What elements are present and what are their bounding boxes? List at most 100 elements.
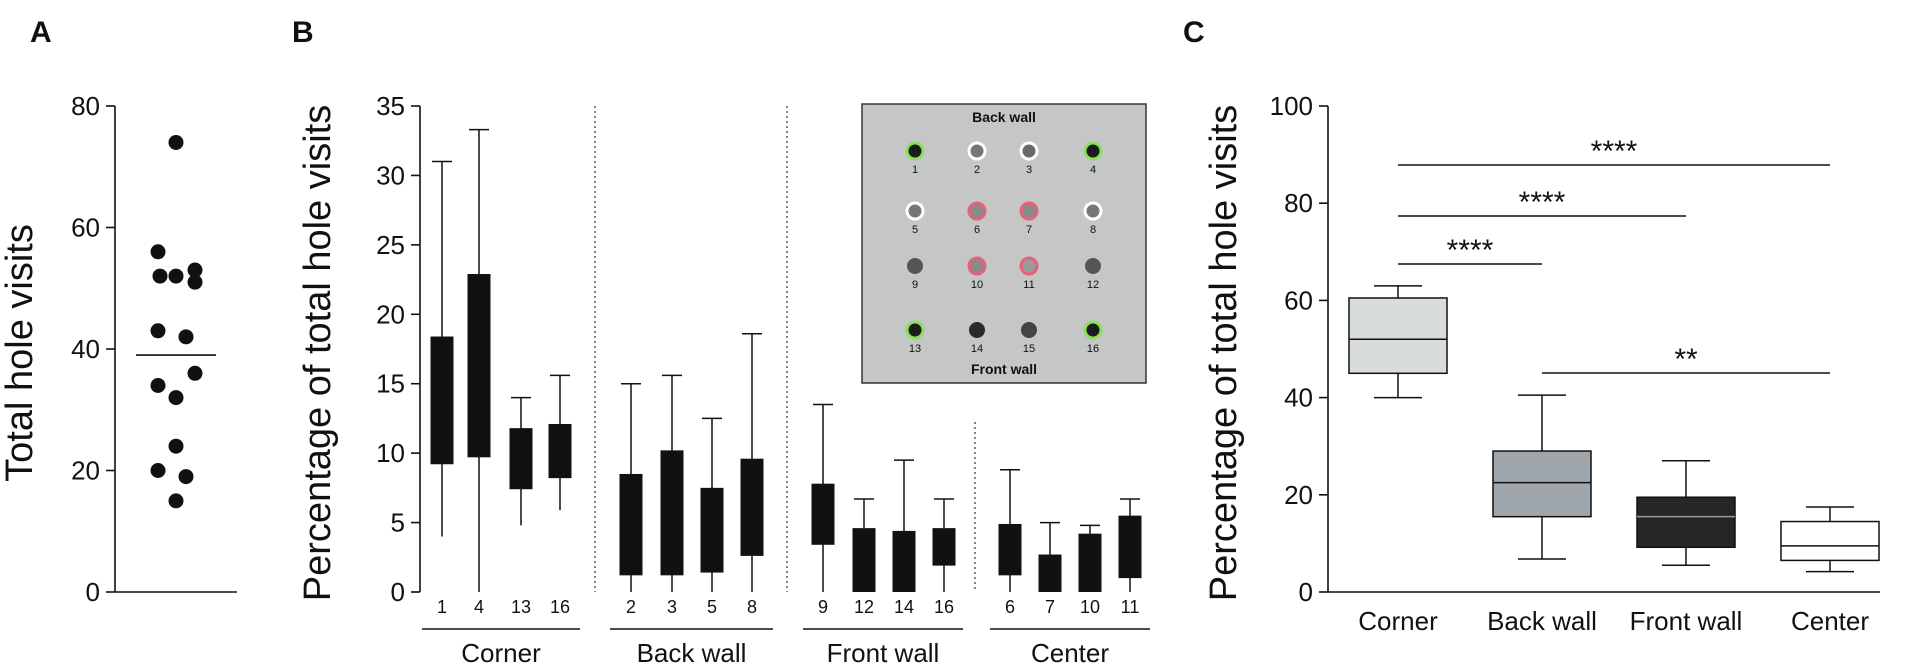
- panel-a-point: [150, 377, 166, 393]
- panel-b-box: [430, 336, 454, 465]
- panel-b-inset-hole-number: 13: [909, 343, 921, 355]
- panel-c-significance-label: **: [1674, 343, 1698, 376]
- panel-b-inset-hole: [905, 320, 925, 340]
- panel-b-group-label: Front wall: [827, 638, 940, 668]
- panel-b-inset-hole-number: 7: [1026, 224, 1032, 236]
- panel-b-y-tick-label: 15: [376, 369, 405, 399]
- panel-b-inset-hole-number: 9: [912, 279, 918, 291]
- panel-b-inset-hole-number: 4: [1090, 164, 1096, 176]
- panel-c-significance-label: ****: [1591, 135, 1638, 168]
- panel-c-y-tick-label: 40: [1284, 383, 1313, 413]
- panel-c-y-tick-label: 60: [1284, 285, 1313, 315]
- panel-c-y-axis-title: Percentage of total hole visits: [1203, 105, 1245, 601]
- panel-b-inset-hole-number: 16: [1087, 343, 1099, 355]
- panel-a-point: [150, 244, 166, 260]
- panel-b-inset-hole-number: 3: [1026, 164, 1032, 176]
- panel-c-category-label: Center: [1791, 606, 1869, 636]
- panel-b-y-tick-label: 30: [376, 160, 405, 190]
- panel-b-box: [1038, 554, 1062, 592]
- panel-a-letter: A: [30, 16, 52, 49]
- panel-a-point: [152, 268, 168, 284]
- panel-b-hole-label: 16: [550, 597, 570, 617]
- panel-a-y-tick-label: 40: [71, 334, 100, 364]
- panel-a-point: [187, 365, 203, 381]
- panel-b-inset-hole-number: 6: [974, 224, 980, 236]
- panel-c-y-tick-label: 20: [1284, 480, 1313, 510]
- panel-a-y-tick-label: 20: [71, 456, 100, 486]
- panel-b-hole-label: 3: [667, 597, 677, 617]
- panel-b-hole-label: 8: [747, 597, 757, 617]
- panel-a-y-tick-label: 80: [71, 91, 100, 121]
- panel-b-box: [1078, 533, 1102, 592]
- panel-b-box: [1118, 515, 1142, 579]
- panel-b-box: [660, 450, 684, 576]
- panel-b-inset-hole: [1083, 201, 1103, 221]
- panel-b-y-tick-label: 10: [376, 438, 405, 468]
- panel-b-inset-hole: [1019, 141, 1039, 161]
- panel-b-box: [619, 473, 643, 576]
- panel-b-inset-hole: [967, 141, 987, 161]
- panel-c-letter: C: [1183, 16, 1205, 49]
- panel-b-inset-hole: [967, 201, 987, 221]
- panel-b-inset-hole-number: 14: [971, 343, 983, 355]
- panel-b-y-tick-label: 0: [391, 577, 405, 607]
- panel-b-box: [740, 458, 764, 556]
- panel-b-inset-hole-number: 12: [1087, 279, 1099, 291]
- panel-a-point: [150, 463, 166, 478]
- panel-c-y-tick-label: 0: [1299, 577, 1313, 607]
- panel-b-box: [548, 423, 572, 479]
- panel-b-hole-label: 12: [854, 597, 874, 617]
- panel-b-box: [998, 523, 1022, 576]
- panel-b-group-label: Center: [1031, 638, 1109, 668]
- panel-c-box: [1636, 496, 1736, 549]
- panel-b-inset-bottom-label: Front wall: [971, 361, 1037, 377]
- panel-b-inset-hole-number: 5: [912, 224, 918, 236]
- panel-a-y-axis-title: Total hole visits: [0, 224, 41, 482]
- panel-b-letter: B: [292, 16, 314, 49]
- panel-c-box: [1348, 297, 1448, 375]
- panel-c-category-label: Back wall: [1487, 606, 1597, 636]
- panel-b-box: [892, 530, 916, 592]
- panel-b-inset-hole: [1021, 322, 1037, 338]
- panel-c-significance-label: ****: [1519, 186, 1566, 219]
- panel-b-inset-hole: [905, 201, 925, 221]
- panel-a-point: [187, 262, 203, 278]
- panel-b-box: [509, 428, 533, 490]
- panel-a-point: [150, 323, 166, 339]
- panel-c-category-label: Front wall: [1630, 606, 1743, 636]
- panel-b-inset-hole-number: 11: [1023, 279, 1034, 291]
- panel-a-point: [168, 390, 184, 406]
- panel-b-y-axis-title: Percentage of total hole visits: [297, 105, 339, 601]
- panel-b-hole-label: 6: [1005, 597, 1015, 617]
- panel-b-hole-label: 9: [818, 597, 828, 617]
- panel-b-inset-hole: [1019, 201, 1039, 221]
- panel-b-inset-hole: [1085, 258, 1101, 274]
- panel-b-group-label: Back wall: [637, 638, 747, 668]
- panel-b-hole-label: 1: [437, 597, 447, 617]
- panel-b-hole-label: 16: [934, 597, 954, 617]
- panel-b-inset-hole-number: 15: [1023, 343, 1035, 355]
- panel-b-inset-hole: [907, 258, 923, 274]
- panel-b-inset-hole: [969, 322, 985, 338]
- panel-b-group-label: Corner: [461, 638, 541, 668]
- panel-b-inset-frame: [861, 103, 1147, 384]
- panel-b-y-tick-label: 35: [376, 91, 405, 121]
- panel-c-box: [1780, 520, 1880, 562]
- panel-b-hole-label: 7: [1045, 597, 1055, 617]
- panel-c-box: [1492, 450, 1592, 518]
- panel-b-y-tick-label: 25: [376, 230, 405, 260]
- panel-b-box: [700, 487, 724, 573]
- panel-a-point: [187, 274, 203, 290]
- panel-b-inset-hole: [905, 141, 925, 161]
- panel-b-hole-label: 14: [894, 597, 914, 617]
- panel-b-inset-hole-number: 10: [971, 279, 983, 291]
- panel-a-point: [178, 469, 194, 485]
- panel-b-hole-label: 13: [511, 597, 531, 617]
- panel-a-point: [168, 134, 184, 150]
- panel-b-box: [467, 274, 491, 458]
- panel-b-inset-hole-number: 1: [912, 164, 918, 176]
- panel-b-y-tick-label: 5: [391, 508, 405, 538]
